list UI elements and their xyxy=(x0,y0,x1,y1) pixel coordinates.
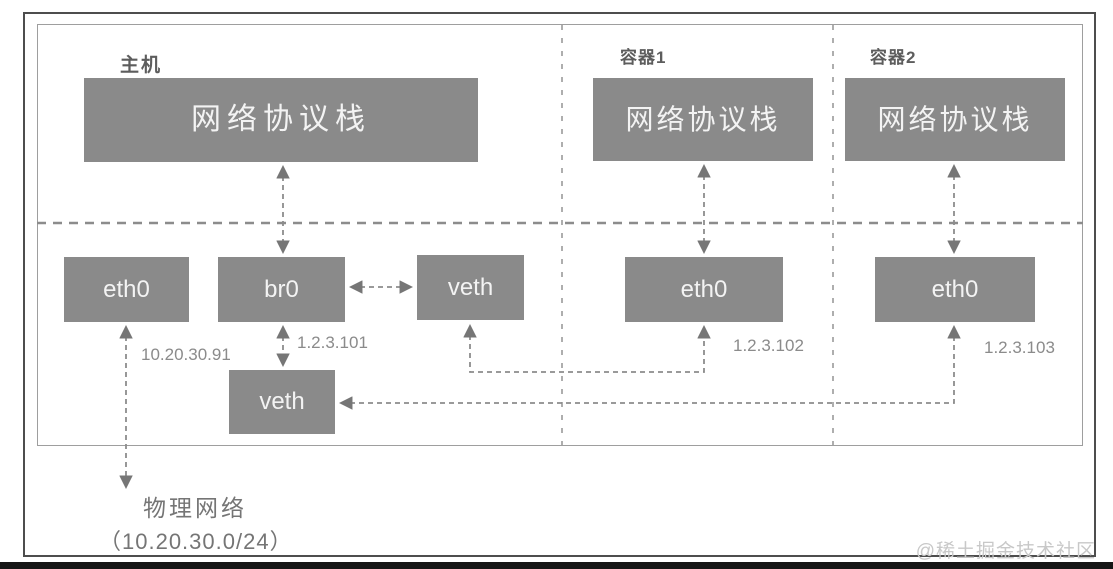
container2-network-stack-label: 网络协议栈 xyxy=(877,103,1033,135)
diagram-inner-frame xyxy=(37,24,1083,446)
host-veth-top-label: veth xyxy=(447,273,494,301)
container1-network-stack-label: 网络协议栈 xyxy=(625,103,781,135)
host-eth0-ip-label: 10.20.30.91 xyxy=(141,345,231,364)
container2-eth0-label: eth0 xyxy=(931,275,979,303)
host-br0-ip-label: 1.2.3.101 xyxy=(297,333,368,352)
container1-section-label: 容器1 xyxy=(620,48,667,67)
container2-network-stack-node: 网络协议栈 xyxy=(845,78,1065,161)
host-br0-label: br0 xyxy=(264,275,299,303)
diagram-outer-frame xyxy=(23,12,1096,557)
host-eth0-node: eth0 xyxy=(64,257,189,322)
host-veth-top-node: veth xyxy=(417,255,524,320)
container1-network-stack-node: 网络协议栈 xyxy=(593,78,813,161)
container1-eth0-node: eth0 xyxy=(625,257,783,322)
watermark: @稀土掘金技术社区 xyxy=(915,541,1096,562)
physical-network-subnet-label: （10.20.30.0/24） xyxy=(99,529,293,554)
physical-network-label: 物理网络 xyxy=(143,495,247,521)
container2-section-label: 容器2 xyxy=(870,48,917,67)
host-veth-bottom-node: veth xyxy=(229,370,335,434)
host-eth0-label: eth0 xyxy=(103,275,150,303)
container1-eth0-label: eth0 xyxy=(680,275,728,303)
container1-eth0-ip-label: 1.2.3.102 xyxy=(733,336,804,355)
host-network-stack-label: 网络协议栈 xyxy=(191,103,371,136)
host-network-stack-node: 网络协议栈 xyxy=(84,78,478,162)
bottom-scrub-bar xyxy=(0,562,1113,569)
host-br0-node: br0 xyxy=(218,257,345,322)
host-veth-bottom-label: veth xyxy=(259,388,305,415)
host-section-label: 主机 xyxy=(120,55,163,76)
container2-eth0-ip-label: 1.2.3.103 xyxy=(984,338,1055,357)
container2-eth0-node: eth0 xyxy=(875,257,1035,322)
